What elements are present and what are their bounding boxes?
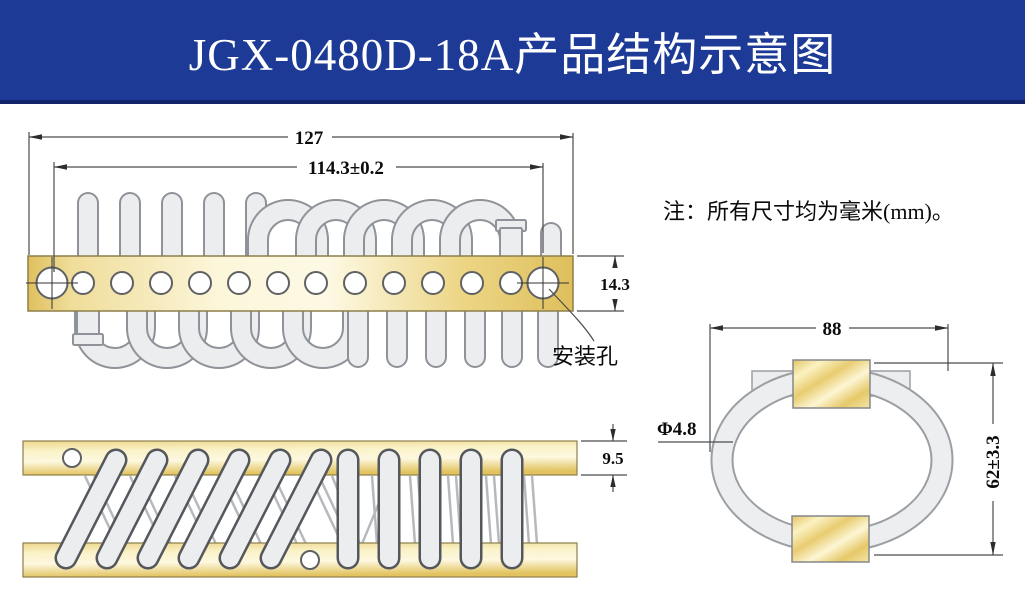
note-text: 注：所有尺寸均为毫米(mm)。	[663, 199, 954, 224]
mounting-hole-left	[26, 257, 78, 309]
lower-bar-hole	[300, 550, 320, 570]
cable-end-lower	[72, 305, 104, 346]
top-view: 127 114.3±0.2 14.3 安装孔	[26, 128, 630, 369]
wire-coil-upper-arches	[247, 199, 521, 273]
dim-loop-height-label: 62±3.3	[983, 435, 1004, 488]
mounting-bar	[27, 255, 574, 312]
cable-end-upper	[495, 219, 527, 261]
dim-bar-width-label: 14.3	[600, 275, 630, 294]
dim-overall-length: 127	[28, 128, 574, 255]
dim-wire-diameter: Φ4.8	[657, 419, 733, 443]
dim-overall-length-label: 127	[295, 128, 324, 149]
front-view: 9.5	[22, 424, 627, 578]
structure-drawing: 127 114.3±0.2 14.3 安装孔 注：所有尺寸均为毫米(mm)。	[22, 128, 1004, 578]
title-bar: JGX-0480D-18A产品结构示意图	[0, 0, 1025, 104]
dim-loop-width: 88	[709, 319, 949, 452]
front-rods	[54, 448, 524, 570]
wire-coil-lower-arches	[74, 294, 364, 369]
mounting-hole-callout: 安装孔	[548, 288, 618, 369]
page-title: JGX-0480D-18A产品结构示意图	[188, 29, 837, 80]
dim-loop-width-label: 88	[823, 319, 842, 340]
mounting-hole-label: 安装孔	[552, 344, 618, 369]
dim-bar-thickness-label: 9.5	[602, 449, 623, 468]
upper-bar-section	[792, 359, 871, 409]
dim-hole-spacing-label: 114.3±0.2	[308, 158, 384, 179]
dim-wire-diameter-label: Φ4.8	[657, 419, 697, 440]
upper-bar-hole	[62, 448, 82, 468]
leader-line	[548, 288, 595, 342]
bar-rope-holes	[71, 271, 523, 295]
dim-bar-width: 14.3	[577, 255, 630, 312]
wire-coil-lower-stubs	[347, 294, 559, 368]
dim-hole-spacing: 114.3±0.2	[53, 158, 544, 272]
dim-bar-thickness: 9.5	[581, 424, 627, 492]
dim-loop-height: 62±3.3	[874, 362, 1004, 556]
lower-bar-section	[791, 515, 870, 563]
end-view: 88 Φ4.8 62±3.3	[657, 319, 1004, 563]
